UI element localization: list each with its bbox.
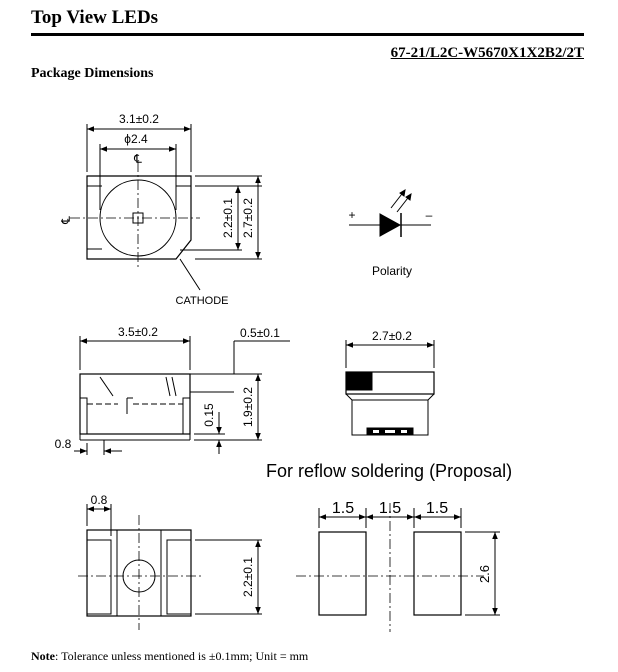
pad-b-label: 1.5	[426, 500, 448, 517]
reflow-title: For reflow soldering (Proposal)	[266, 461, 512, 481]
bottom-view	[78, 504, 262, 630]
polarity-diode-symbol	[349, 189, 431, 237]
centerline-symbol-left: ℄	[59, 216, 73, 225]
note-label: Note	[31, 649, 55, 663]
note-text: : Tolerance unless mentioned is ±0.1mm; …	[55, 649, 309, 663]
outer-height-label: 2.7±0.2	[241, 198, 255, 238]
bottom-pad-width-label: 0.8	[91, 493, 108, 507]
polarity-plus: +	[348, 208, 355, 222]
pad-gap-label: 1.5	[379, 500, 401, 517]
top-width-label: 3.1±0.2	[119, 112, 159, 126]
end-width-label: 2.7±0.2	[372, 329, 412, 343]
solder-pad-right	[413, 531, 462, 616]
centerline-symbol-top: ℄	[133, 152, 142, 166]
solder-pad-left	[318, 531, 367, 616]
lens-diameter-label: ϕ2.4	[124, 132, 148, 146]
side-height-label: 1.9±0.2	[241, 387, 255, 427]
tolerance-note: Note: Tolerance unless mentioned is ±0.1…	[31, 649, 308, 664]
inner-height-label: 2.2±0.1	[221, 198, 235, 238]
section-heading: Package Dimensions	[31, 66, 154, 81]
side-length-label: 3.5±0.2	[118, 325, 158, 339]
side-view	[74, 336, 290, 455]
pad-height-label: 2.6	[477, 565, 492, 583]
pad-a-label: 1.5	[332, 500, 354, 517]
side-thickness-label: 0.15	[202, 403, 216, 427]
polarity-minus: –	[426, 208, 433, 222]
lead-thickness-label: 0.5±0.1	[240, 326, 280, 340]
top-view	[70, 124, 262, 291]
page-title: Top View LEDs	[31, 7, 159, 28]
cathode-label: CATHODE	[176, 295, 229, 307]
solder-pad-layout	[296, 503, 500, 632]
end-view	[345, 340, 435, 436]
part-number: 67-21/L2C-W5670X1X2B2/2T	[390, 45, 584, 61]
side-lead-offset-label: 0.8	[55, 437, 72, 451]
title-rule	[31, 33, 584, 36]
bottom-height-label: 2.2±0.1	[241, 557, 255, 597]
polarity-label: Polarity	[372, 264, 412, 278]
